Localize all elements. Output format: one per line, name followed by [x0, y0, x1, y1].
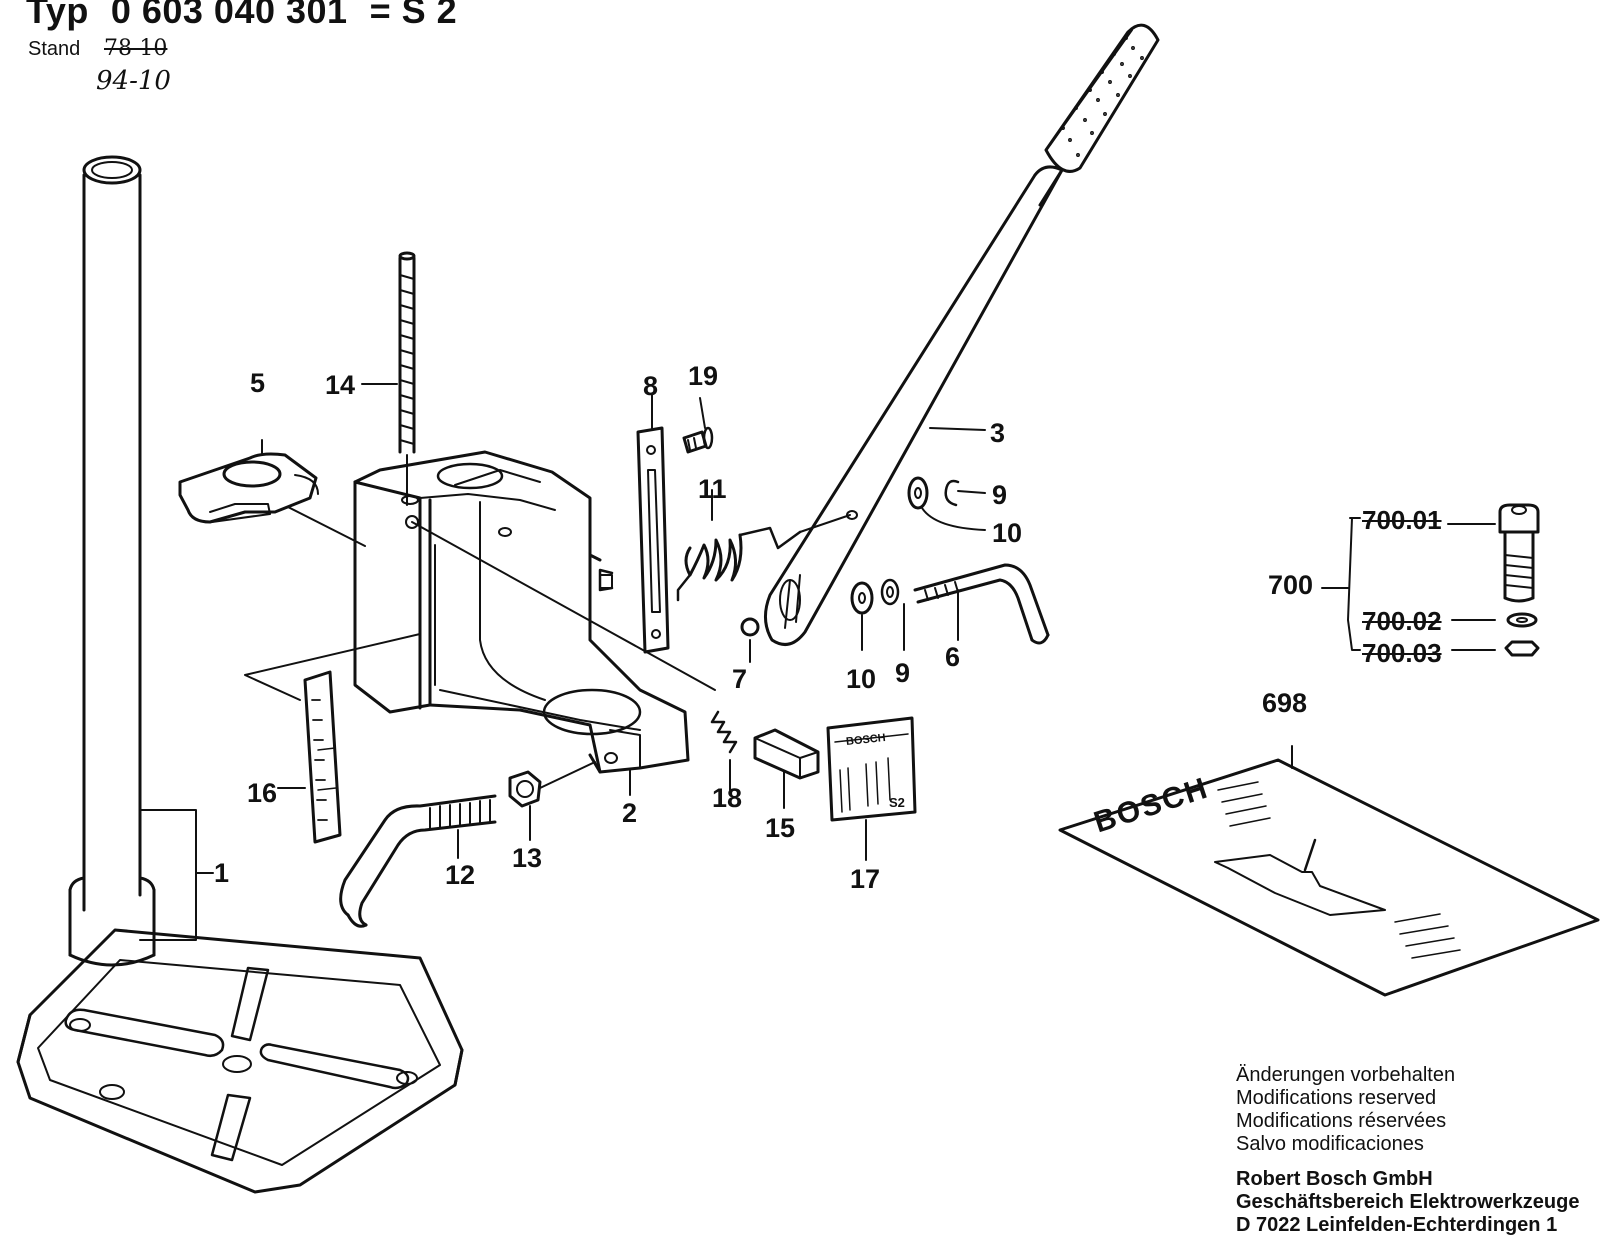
- spring: [598, 489, 851, 602]
- part-label-700-02: 700.02: [1362, 606, 1442, 636]
- type-header: Typ 0 603 040 301 = S 2: [26, 0, 479, 32]
- part-label-11: 11: [698, 474, 727, 504]
- footer-line-en: Modifications reserved: [1236, 1087, 1437, 1109]
- part-label-700-01: 700.01: [1362, 505, 1442, 535]
- stand-date-old: 78-10: [104, 36, 168, 61]
- footer-line-es: Salvo modificaciones: [1236, 1133, 1424, 1155]
- footer-address: D 7022 Leinfelden-Echterdingen 1: [1236, 1214, 1558, 1236]
- lever-bolt: [339, 794, 497, 928]
- pin: [740, 617, 760, 663]
- part-label-3: 3: [990, 418, 1006, 448]
- part-label-8: 8: [643, 371, 659, 401]
- part-label-19: 19: [688, 361, 719, 391]
- footer-company: Robert Bosch GmbH: [1236, 1168, 1433, 1190]
- part-label-5: 5: [250, 368, 266, 398]
- part-label-1: 1: [214, 858, 230, 888]
- type-number: 0 603 040 301: [110, 0, 348, 31]
- part-label-698: 698: [1262, 688, 1308, 718]
- guide-bar: [636, 394, 670, 654]
- lever: [764, 23, 1160, 646]
- bolt: [913, 563, 1050, 645]
- part-label-6: 6: [945, 642, 961, 672]
- carriage-housing: [244, 450, 716, 774]
- column-and-base: [16, 155, 464, 1194]
- footer-line-fr: Modifications réservées: [1236, 1110, 1447, 1132]
- part-label-15: 15: [765, 813, 796, 843]
- part-label-9-lower: 9: [895, 658, 911, 688]
- scale: [277, 670, 342, 844]
- screw-set: [1321, 503, 1540, 657]
- label-plate: [826, 716, 917, 861]
- part-label-13: 13: [512, 843, 543, 873]
- part-label-10-upper: 10: [992, 518, 1023, 548]
- stand-date-new: 94-10: [96, 66, 171, 96]
- footer-division: Geschäftsbereich Elektrowerkzeuge: [1236, 1191, 1580, 1213]
- plate-model: S2: [889, 795, 905, 810]
- part-label-12: 12: [445, 860, 476, 890]
- screw: [682, 397, 714, 454]
- model-code: = S 2: [369, 0, 458, 31]
- part-label-16: 16: [247, 778, 278, 808]
- part-label-10-lower: 10: [846, 664, 877, 694]
- part-label-2: 2: [622, 798, 638, 828]
- pressure-spring: [710, 710, 738, 791]
- part-label-7: 7: [732, 664, 748, 694]
- part-label-14: 14: [325, 370, 356, 400]
- type-prefix: Typ: [26, 0, 89, 31]
- nut: [508, 761, 596, 841]
- part-label-9-upper: 9: [992, 480, 1008, 510]
- washers: [850, 476, 986, 651]
- footer-line-de: Änderungen vorbehalten: [1236, 1064, 1456, 1086]
- part-label-700: 700: [1268, 570, 1314, 600]
- slide-block: [753, 728, 820, 809]
- clamp: [178, 439, 366, 547]
- part-label-700-03: 700.03: [1362, 638, 1442, 668]
- stand-label: Stand: [28, 38, 81, 60]
- footer-notice: Änderungen vorbehalten Modifications res…: [1236, 1064, 1579, 1237]
- part-label-18: 18: [712, 783, 743, 813]
- manual: [1058, 745, 1600, 997]
- part-label-17: 17: [850, 864, 881, 894]
